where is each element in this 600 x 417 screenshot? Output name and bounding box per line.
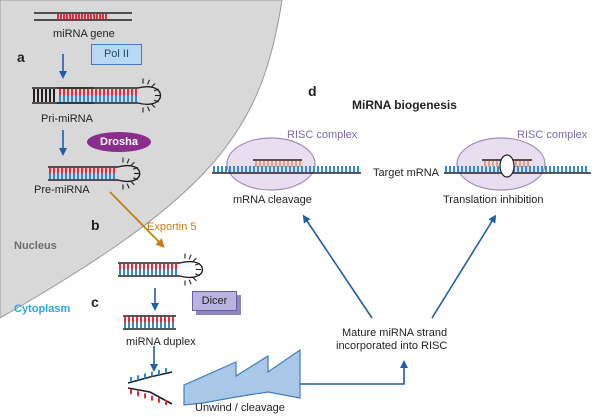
cytoplasmic-pre-mirna xyxy=(118,253,204,286)
diagram-title: MiRNA biogenesis xyxy=(352,98,457,112)
loop-tick xyxy=(153,99,159,103)
exportin-5-label: Exportin 5 xyxy=(147,221,197,233)
loop-tick xyxy=(151,103,156,108)
loop-tick xyxy=(130,180,135,186)
pre-mirna-label: Pre-miRNA xyxy=(34,184,90,196)
translation-inhibition-label: Translation inhibition xyxy=(443,194,544,206)
loop-tick xyxy=(188,254,192,260)
arrow-to-inhibition xyxy=(431,214,497,319)
step-c-label: c xyxy=(91,294,99,310)
nucleus-label: Nucleus xyxy=(14,240,57,252)
loop-tick xyxy=(192,276,197,282)
mirna-duplex xyxy=(123,315,176,330)
unwinding-strands xyxy=(127,368,173,405)
loop-tick xyxy=(132,177,138,181)
unwind-cleavage-label: Unwind / cleavage xyxy=(195,402,285,414)
risc-complex-left-label: RISC complex xyxy=(287,129,358,141)
loop-tick xyxy=(132,166,138,170)
loop-tick xyxy=(151,83,156,88)
arrow-to-risc-box xyxy=(300,360,408,385)
mature-mirna-line2: incorporated into RISC xyxy=(336,340,448,352)
loop-tick xyxy=(126,183,130,189)
pre-mirna xyxy=(48,157,141,190)
step-b-label: b xyxy=(91,217,100,233)
nucleus-region xyxy=(0,0,283,319)
target-mrna-left xyxy=(212,159,361,174)
mrna-cleavage-label: mRNA cleavage xyxy=(233,194,312,206)
dicer-box: Dicer xyxy=(192,291,237,311)
loop-tick xyxy=(153,88,159,92)
pri-mirna-label: Pri-miRNA xyxy=(41,113,93,125)
loop-tick xyxy=(194,273,200,277)
risc-complex-right-label: RISC complex xyxy=(517,129,588,141)
loop-tick xyxy=(130,161,135,167)
cytoplasm-label: Cytoplasm xyxy=(14,303,71,315)
target-mrna-label: Target mRNA xyxy=(373,167,440,179)
drosha-ellipse: Drosha xyxy=(87,132,151,152)
step-a-label: a xyxy=(17,49,25,65)
pol-ii-label: Pol II xyxy=(103,48,130,60)
pol-ii-box: Pol II xyxy=(91,44,142,65)
mirna-duplex-label: miRNA duplex xyxy=(126,336,196,348)
pri-mirna xyxy=(32,78,162,113)
mature-mirna-line1: Mature miRNA strand xyxy=(342,327,448,339)
arrow-to-cleavage xyxy=(302,214,373,319)
exportin-arrow xyxy=(109,191,165,248)
loop-tick xyxy=(147,106,151,112)
helicase-shape xyxy=(183,348,301,406)
loop-tick xyxy=(192,257,197,263)
drosha-label: Drosha xyxy=(100,135,138,148)
step-d-label: d xyxy=(308,83,317,99)
loop-tick xyxy=(188,279,192,285)
loop-tick xyxy=(147,79,151,85)
loop-tick xyxy=(194,262,200,266)
mirna-gene-label: miRNA gene xyxy=(53,28,115,40)
loop-tick xyxy=(126,158,130,164)
target-mrna-right xyxy=(444,154,591,178)
mirna-gene-dna xyxy=(34,12,132,21)
dicer-label: Dicer xyxy=(201,294,228,307)
